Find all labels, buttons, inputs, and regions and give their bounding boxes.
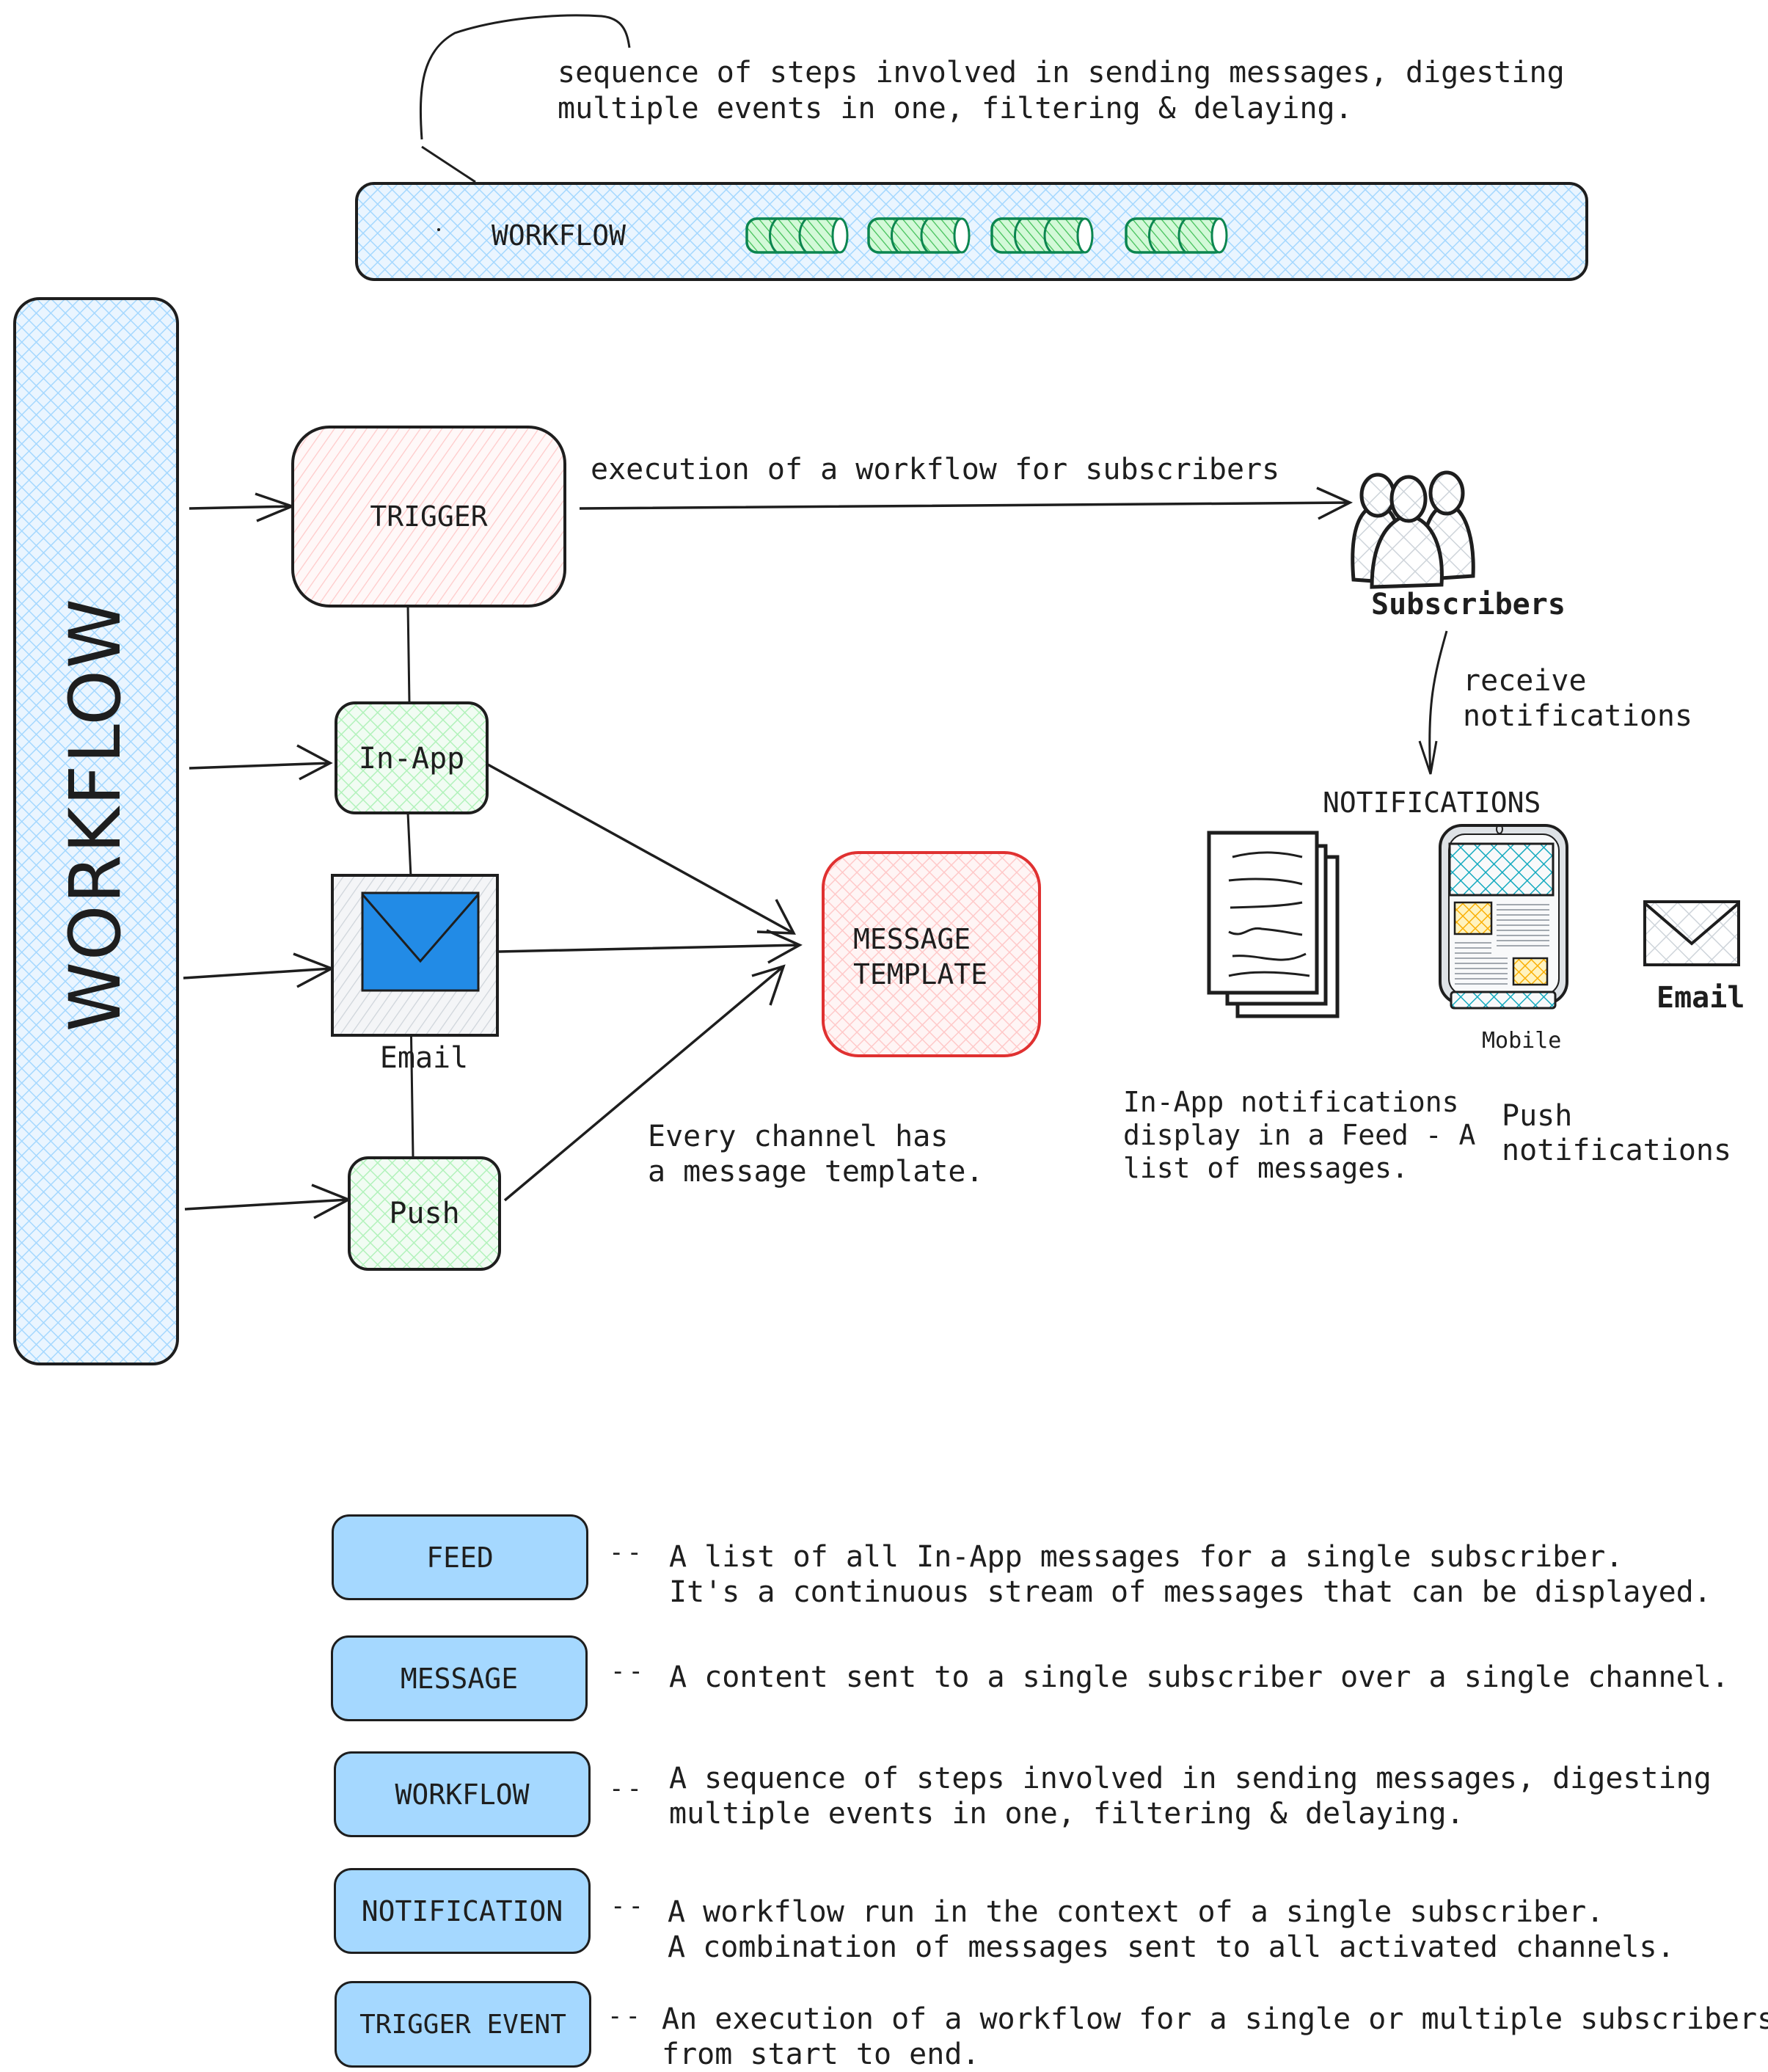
workflow-steps — [745, 217, 1228, 254]
glossary-dash: -- — [609, 1774, 645, 1803]
inapp-note-line2: display in a Feed - A — [1123, 1119, 1476, 1151]
arrow-workflow-to-trigger — [189, 492, 296, 522]
glossary-dash: -- — [610, 1892, 646, 1921]
top-workflow-bar-label: WORKFLOW — [492, 219, 627, 252]
notification-email-label: Email — [1656, 981, 1745, 1015]
callout-text-line2: multiple events in one, filtering & dela… — [558, 92, 1353, 125]
email-envelope-icon — [361, 891, 480, 992]
glossary-def-line1: An execution of a workflow for a single … — [662, 2002, 1768, 2036]
callout-bracket — [419, 14, 631, 140]
workflow-step-icon — [990, 217, 1094, 254]
glossary-def-line2: It's a continuous stream of messages tha… — [669, 1575, 1712, 1609]
push-note-line2: notifications — [1502, 1134, 1732, 1167]
callout-text-line1: sequence of steps involved in sending me… — [558, 56, 1565, 90]
arrow-inapp-to-template — [487, 763, 796, 935]
trigger-box-shape — [291, 426, 566, 608]
glossary-def-line2: from start to end. — [662, 2038, 980, 2071]
arrow-workflow-to-inapp — [189, 744, 333, 781]
channel-push-node[interactable]: Push — [389, 1197, 460, 1230]
template-note-line2: a message template. — [648, 1155, 984, 1189]
inapp-note-line1: In-App notifications — [1123, 1086, 1459, 1118]
arrow-workflow-to-email — [183, 952, 335, 988]
glossary-def-line1: A workflow run in the context of a singl… — [668, 1895, 1604, 1929]
notification-email-icon — [1643, 900, 1740, 966]
trigger-edge-label: execution of a workflow for subscribers — [591, 453, 1280, 486]
glossary-term-box[interactable]: NOTIFICATION — [334, 1868, 591, 1954]
glossary-dash: -- — [610, 1657, 646, 1686]
message-template-line1: MESSAGE — [853, 923, 971, 955]
connector-inapp-email — [406, 812, 412, 878]
mobile-label: Mobile — [1482, 1028, 1562, 1054]
channel-inapp-node[interactable]: In-App — [358, 742, 465, 776]
subscribers-label: Subscribers — [1371, 588, 1566, 621]
connector-trigger-inapp — [406, 605, 411, 704]
template-note-line1: Every channel has — [648, 1120, 949, 1153]
glossary-def-line1: A content sent to a single subscriber ov… — [669, 1660, 1729, 1694]
glossary-dash: -- — [607, 2002, 643, 2031]
trigger-node[interactable]: TRIGGER — [370, 500, 488, 533]
top-workflow-bar — [355, 182, 1588, 281]
inapp-box-shape — [335, 701, 489, 814]
arrow-push-to-template — [503, 964, 786, 1202]
push-note-line1: Push — [1502, 1099, 1573, 1133]
arrow-workflow-to-push — [184, 1183, 352, 1219]
receive-label-line1: receive — [1463, 664, 1587, 698]
message-template-shape — [822, 851, 1041, 1057]
arrow-email-to-template — [498, 929, 803, 964]
arrow-subscribers-to-notifications — [1418, 630, 1448, 775]
message-template-line2: TEMPLATE — [853, 958, 988, 991]
mobile-phone-icon — [1439, 824, 1568, 1010]
arrow-trigger-to-subscribers — [579, 486, 1354, 520]
glossary-def-line2: A combination of messages sent to all ac… — [668, 1930, 1675, 1964]
glossary-term-box[interactable]: MESSAGE — [331, 1635, 588, 1721]
glossary-dash: -- — [609, 1538, 645, 1567]
notifications-title: NOTIFICATIONS — [1323, 787, 1541, 819]
receive-label-line2: notifications — [1463, 699, 1693, 733]
workflow-step-icon — [745, 217, 849, 254]
push-box-shape — [348, 1156, 501, 1271]
workflow-step-icon — [867, 217, 971, 254]
glossary-def-line1: A sequence of steps involved in sending … — [669, 1762, 1712, 1795]
glossary-def-line1: A list of all In-App messages for a sing… — [669, 1540, 1623, 1574]
glossary-term-box[interactable]: TRIGGER EVENT — [335, 1981, 591, 2068]
workflow-step-icon — [1125, 217, 1228, 254]
left-workflow-bar — [13, 297, 179, 1365]
glossary-term-box[interactable]: WORKFLOW — [334, 1751, 591, 1837]
callout-pointer — [421, 145, 476, 183]
inapp-note-line3: list of messages. — [1123, 1152, 1409, 1184]
feed-papers-icon — [1207, 831, 1340, 1018]
subscribers-icon — [1351, 470, 1475, 589]
glossary-def-line2: multiple events in one, filtering & dela… — [669, 1797, 1464, 1831]
channel-email-node[interactable]: Email — [379, 1041, 469, 1075]
vertical-workflow-title: WORKFLOW — [54, 597, 136, 1032]
glossary-term-box[interactable]: FEED — [332, 1514, 588, 1600]
